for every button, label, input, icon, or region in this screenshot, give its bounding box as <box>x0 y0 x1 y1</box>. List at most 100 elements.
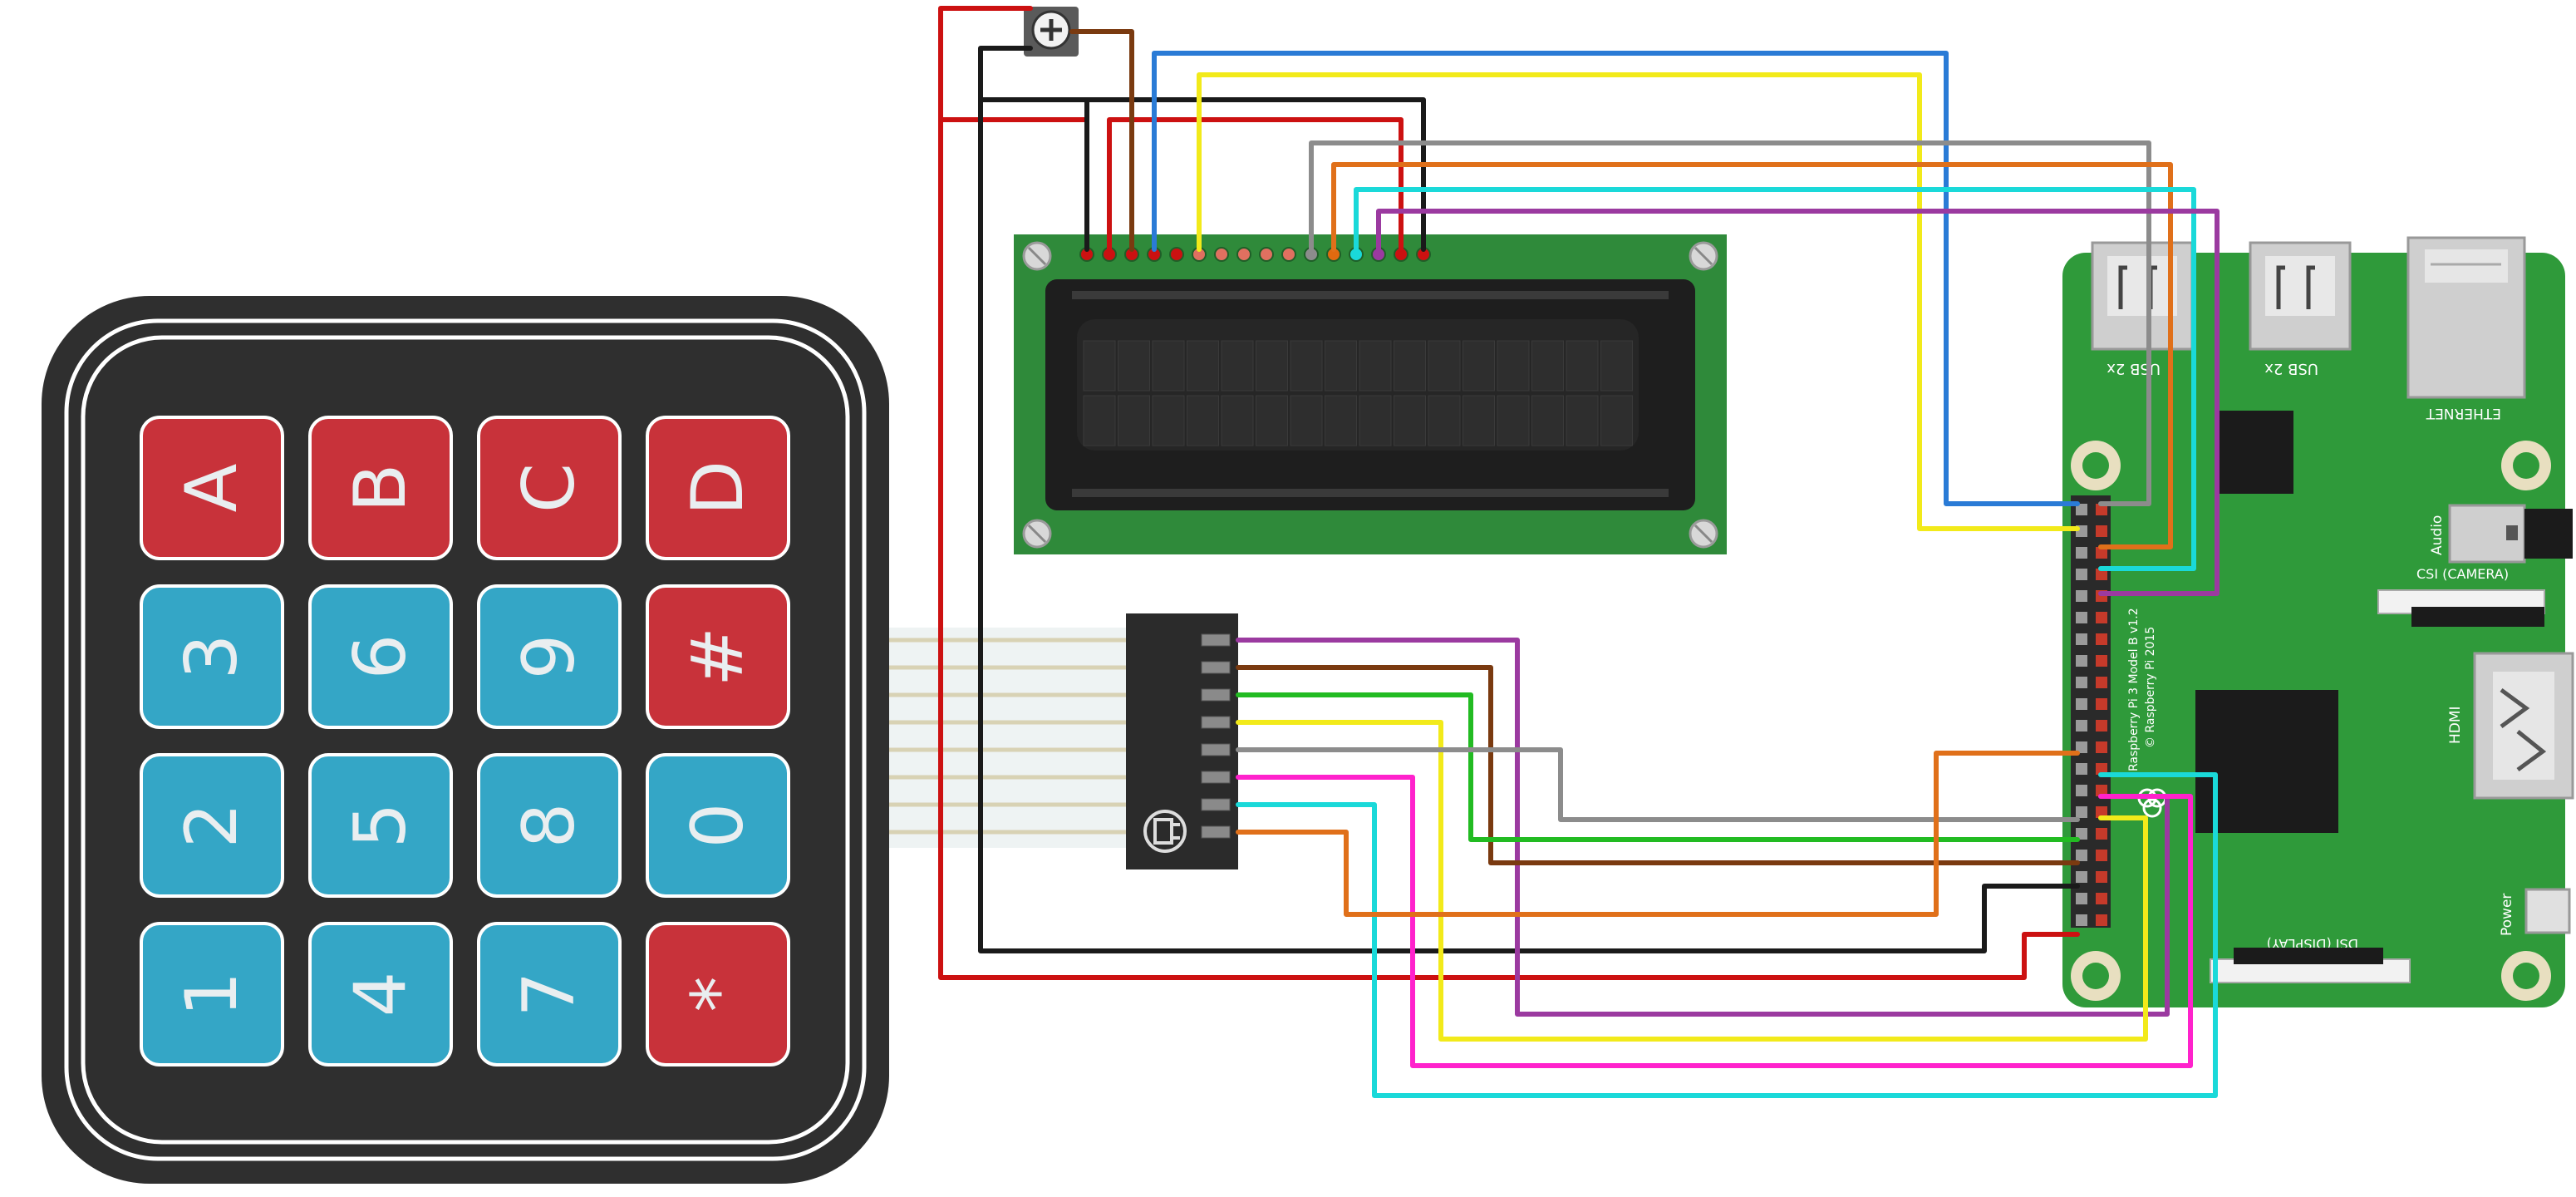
keypad-key-label: D <box>676 461 760 515</box>
gpio-pin[interactable] <box>2076 763 2087 775</box>
wire-magenta-keypad <box>1236 775 2193 1068</box>
keypad-key[interactable]: 7 <box>477 922 622 1066</box>
gpio-pin[interactable] <box>2076 720 2087 732</box>
keypad-key[interactable]: 0 <box>646 753 790 898</box>
keypad-key-face[interactable] <box>477 922 622 1066</box>
keypad-key[interactable]: 3 <box>140 584 284 729</box>
gpio-pin[interactable] <box>2076 677 2087 688</box>
gpio-pin[interactable] <box>2096 741 2107 753</box>
gpio-pin[interactable] <box>2096 871 2107 883</box>
keypad-key-face[interactable] <box>140 753 284 898</box>
keypad-key[interactable]: 8 <box>477 753 622 898</box>
gpio-pin[interactable] <box>2076 828 2087 840</box>
gpio-pin[interactable] <box>2096 763 2107 775</box>
gpio-pin[interactable] <box>2076 741 2087 753</box>
gpio-pin[interactable] <box>2096 806 2107 818</box>
gpio-pin[interactable] <box>2096 850 2107 861</box>
lcd-cell <box>1256 340 1288 392</box>
keypad-key[interactable]: A <box>140 416 284 560</box>
gpio-pin[interactable] <box>2076 655 2087 667</box>
gpio-pin[interactable] <box>2076 569 2087 580</box>
keypad-key-face[interactable] <box>646 584 790 729</box>
gpio-pin[interactable] <box>2076 547 2087 559</box>
gpio-pin[interactable] <box>2076 590 2087 602</box>
gpio-pin[interactable] <box>2076 612 2087 623</box>
gpio-pin[interactable] <box>2096 612 2107 623</box>
lcd-cell <box>1531 340 1564 392</box>
connector-pin[interactable] <box>1201 716 1231 729</box>
keypad-key[interactable]: 6 <box>308 584 453 729</box>
gpio-pin[interactable] <box>2076 893 2087 904</box>
gpio-pin[interactable] <box>2076 850 2087 861</box>
gpio-pin[interactable] <box>2076 806 2087 818</box>
keypad-key-face[interactable] <box>308 416 453 560</box>
wire-black-pot <box>978 46 1033 102</box>
gpio-pin[interactable] <box>2096 698 2107 710</box>
soc-chip <box>2195 690 2338 833</box>
lcd-pin[interactable] <box>1214 247 1229 262</box>
lcd-cell <box>1187 395 1219 446</box>
gpio-pin[interactable] <box>2076 914 2087 926</box>
connector-pin[interactable] <box>1201 798 1231 811</box>
connector-pin[interactable] <box>1201 825 1231 839</box>
gpio-pin[interactable] <box>2096 893 2107 904</box>
wire-purple <box>1376 209 2220 596</box>
gpio-pin[interactable] <box>2076 698 2087 710</box>
keypad-key[interactable]: # <box>646 584 790 729</box>
keypad-key-face[interactable] <box>646 922 790 1066</box>
keypad-key[interactable]: 4 <box>308 922 453 1066</box>
lcd-pin[interactable] <box>1281 247 1296 262</box>
keypad-ribbon <box>881 628 1138 848</box>
keypad-key-label: A <box>170 463 253 512</box>
gpio-pin[interactable] <box>2096 677 2107 688</box>
keypad-key-face[interactable] <box>646 753 790 898</box>
gpio-pin[interactable] <box>2096 655 2107 667</box>
gpio-pin[interactable] <box>2096 720 2107 732</box>
gpio-pin[interactable] <box>2076 633 2087 645</box>
keypad-key[interactable]: * <box>646 922 790 1066</box>
ethernet-label: ETHERNET <box>2426 405 2501 421</box>
gpio-pin[interactable] <box>2076 785 2087 796</box>
keypad-key[interactable]: B <box>308 416 453 560</box>
keypad-key[interactable]: C <box>477 416 622 560</box>
keypad-connector-module <box>1126 613 1238 869</box>
keypad-key-face[interactable] <box>140 922 284 1066</box>
connector-pin[interactable] <box>1201 633 1231 647</box>
keypad-key-face[interactable] <box>308 922 453 1066</box>
keypad-key-face[interactable] <box>477 416 622 560</box>
gpio-pin[interactable] <box>2096 785 2107 796</box>
keypad-key-face[interactable] <box>646 416 790 560</box>
keypad-key-face[interactable] <box>140 416 284 560</box>
keypad-key-face[interactable] <box>477 584 622 729</box>
keypad-key[interactable]: 5 <box>308 753 453 898</box>
lcd-pin[interactable] <box>1259 247 1274 262</box>
keypad-key-label: 9 <box>508 634 591 680</box>
gpio-pin[interactable] <box>2096 914 2107 926</box>
gpio-pin[interactable] <box>2096 633 2107 645</box>
keypad-key[interactable]: 9 <box>477 584 622 729</box>
gpio-pin[interactable] <box>2096 569 2107 580</box>
keypad-key-label: 4 <box>339 972 422 1017</box>
keypad-key-face[interactable] <box>308 584 453 729</box>
connector-pin[interactable] <box>1201 688 1231 702</box>
gpio-pin[interactable] <box>2096 525 2107 537</box>
keypad-key-face[interactable] <box>477 753 622 898</box>
keypad-key[interactable]: 1 <box>140 922 284 1066</box>
keypad-key[interactable]: 2 <box>140 753 284 898</box>
connector-pin[interactable] <box>1201 743 1231 756</box>
gpio-pin[interactable] <box>2076 504 2087 515</box>
usb-label-2: USB 2x <box>2264 360 2318 377</box>
lcd-pin[interactable] <box>1169 247 1184 262</box>
connector-pin[interactable] <box>1201 661 1231 674</box>
gpio-pin[interactable] <box>2076 871 2087 883</box>
wire-cyan <box>1354 187 2196 571</box>
keypad-key-face[interactable] <box>308 753 453 898</box>
gpio-pin[interactable] <box>2096 828 2107 840</box>
lcd-cell <box>1359 395 1392 446</box>
connector-pin[interactable] <box>1201 771 1231 784</box>
keypad-key-face[interactable] <box>140 584 284 729</box>
lcd-pin[interactable] <box>1236 247 1251 262</box>
gpio-pin[interactable] <box>2096 547 2107 559</box>
gpio-pin[interactable] <box>2096 504 2107 515</box>
keypad-key[interactable]: D <box>646 416 790 560</box>
